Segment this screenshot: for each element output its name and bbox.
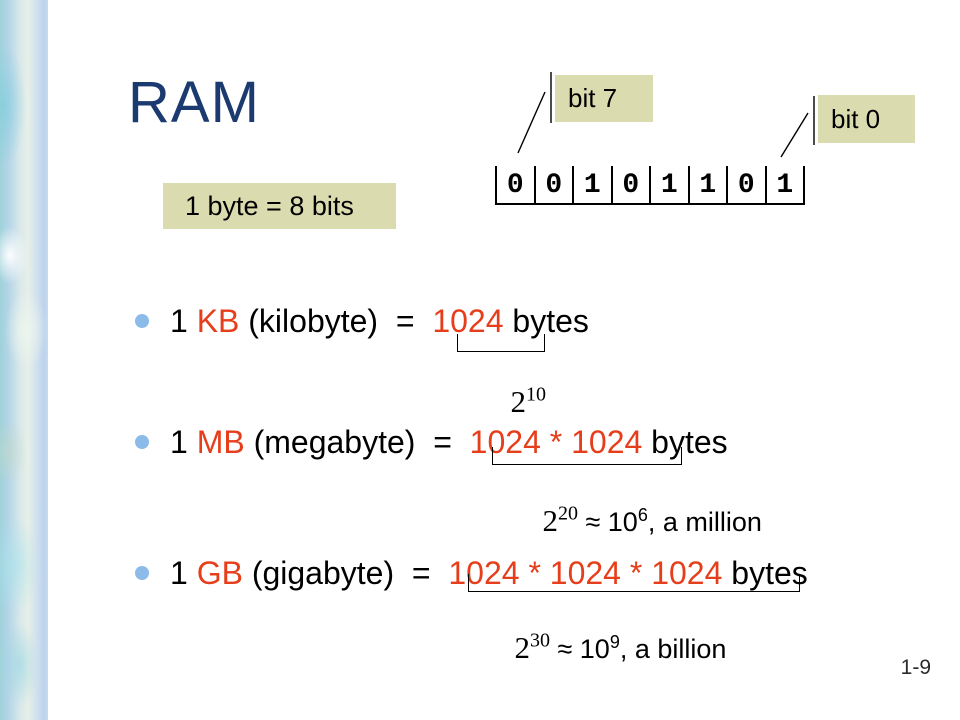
page-number: 1-9 bbox=[900, 656, 931, 679]
bit-cell: 0 bbox=[613, 166, 651, 203]
bit-cell: 0 bbox=[497, 166, 536, 203]
annotation-gb: 230 ≈ 109, a billion bbox=[514, 629, 727, 665]
bit-cell: 1 bbox=[651, 166, 690, 203]
mb-value: 1024 * 1024 bbox=[469, 424, 643, 460]
bit7-callout-label: bit 7 bbox=[555, 75, 653, 122]
byte-equals-bits-label: 1 byte = 8 bits bbox=[163, 183, 396, 229]
bullet-item-mb: 1 MB (megabyte) = 1024 * 1024 bytes bbox=[135, 424, 728, 460]
annotation-kb: 210 bbox=[510, 383, 546, 419]
annotation-mb: 220 ≈ 106, a million bbox=[542, 502, 762, 538]
bit0-callout-label: bit 0 bbox=[818, 95, 915, 143]
bit-cell: 0 bbox=[728, 166, 767, 203]
bit-cell: 1 bbox=[776, 170, 794, 201]
gb-value: 1024 * 1024 * 1024 bbox=[448, 555, 723, 591]
kb-unit: KB bbox=[196, 303, 240, 339]
decorative-sidebar-image bbox=[0, 0, 48, 720]
bit-cell: 1 bbox=[690, 166, 728, 203]
bullet-item-kb: 1 KB (kilobyte) = 1024 bytes bbox=[135, 303, 589, 339]
bullet-item-gb: 1 GB (gigabyte) = 1024 * 1024 * 1024 byt… bbox=[135, 555, 808, 591]
bullet-text-gb: 1 GB (gigabyte) = 1024 * 1024 * 1024 byt… bbox=[170, 555, 808, 591]
byte-bit-row: 0 0 1 0 1 1 0 1 bbox=[495, 166, 805, 205]
kb-value: 1024 bbox=[432, 303, 504, 339]
bit-cell: 1 bbox=[574, 166, 613, 203]
underbrace-mb bbox=[492, 447, 682, 465]
mb-unit: MB bbox=[196, 424, 245, 460]
gb-unit: GB bbox=[196, 555, 243, 591]
bullet-icon bbox=[135, 435, 149, 449]
page-title: RAM bbox=[128, 70, 260, 135]
bit-cell: 0 bbox=[536, 166, 574, 203]
underbrace-kb bbox=[457, 334, 545, 352]
bullet-icon bbox=[135, 566, 149, 580]
underbrace-gb bbox=[468, 574, 800, 592]
bullet-icon bbox=[135, 314, 149, 328]
bullet-text-mb: 1 MB (megabyte) = 1024 * 1024 bytes bbox=[170, 424, 728, 460]
bullet-text-kb: 1 KB (kilobyte) = 1024 bytes bbox=[170, 303, 589, 339]
